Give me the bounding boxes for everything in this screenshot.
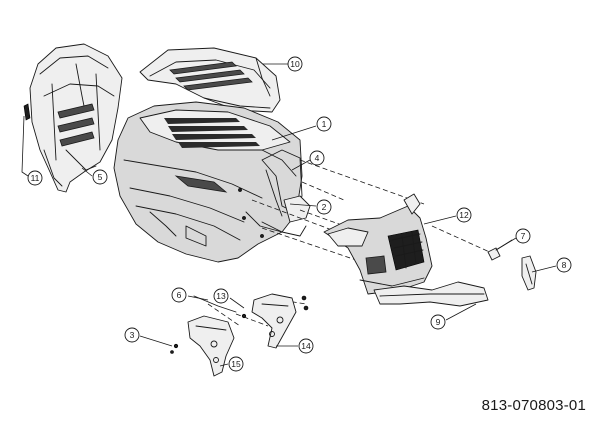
front-grille-assembly bbox=[323, 193, 433, 295]
rear-fender-panel bbox=[23, 43, 123, 193]
callout-label: 12 bbox=[459, 210, 469, 220]
callout-label: 3 bbox=[130, 330, 135, 340]
callout-label: 11 bbox=[31, 173, 40, 183]
callout-label: 2 bbox=[322, 202, 327, 212]
right-hood-bracket bbox=[241, 293, 309, 349]
side-latch-clip bbox=[521, 255, 537, 291]
callout-label: 15 bbox=[231, 359, 241, 369]
callout-label: 4 bbox=[315, 153, 320, 163]
grille-frame bbox=[238, 149, 311, 238]
callout-bubble-15: 15 bbox=[228, 356, 244, 372]
left-hood-bracket bbox=[170, 295, 237, 377]
callout-bubble-4: 4 bbox=[309, 150, 325, 166]
callout-bubble-1: 1 bbox=[316, 116, 332, 132]
callout-bubble-11: 11 bbox=[27, 170, 43, 186]
callout-bubble-2: 2 bbox=[316, 199, 332, 215]
callout-label: 8 bbox=[562, 260, 567, 270]
callout-label: 7 bbox=[521, 231, 526, 241]
callout-bubble-8: 8 bbox=[556, 257, 572, 273]
callout-leaders bbox=[21, 63, 557, 367]
callout-bubble-13: 13 bbox=[213, 288, 229, 304]
callout-label: 9 bbox=[436, 317, 441, 327]
callout-bubble-12: 12 bbox=[456, 207, 472, 223]
callout-bubble-10: 10 bbox=[287, 56, 303, 72]
callout-label: 5 bbox=[98, 172, 103, 182]
callout-label: 14 bbox=[301, 341, 311, 351]
callout-label: 6 bbox=[177, 290, 182, 300]
document-number: 813-070803-01 bbox=[481, 397, 586, 414]
main-hood-body bbox=[113, 101, 303, 263]
callout-bubble-3: 3 bbox=[124, 327, 140, 343]
callout-bubble-14: 14 bbox=[298, 338, 314, 354]
callout-bubble-6: 6 bbox=[171, 287, 187, 303]
hood-top-panel bbox=[139, 47, 281, 113]
callout-bubble-9: 9 bbox=[430, 314, 446, 330]
callout-bubble-5: 5 bbox=[92, 169, 108, 185]
lower-apron bbox=[373, 281, 489, 307]
callout-bubble-7: 7 bbox=[515, 228, 531, 244]
callout-label: 10 bbox=[290, 59, 300, 69]
callout-label: 13 bbox=[216, 291, 226, 301]
callout-label: 1 bbox=[322, 119, 327, 129]
